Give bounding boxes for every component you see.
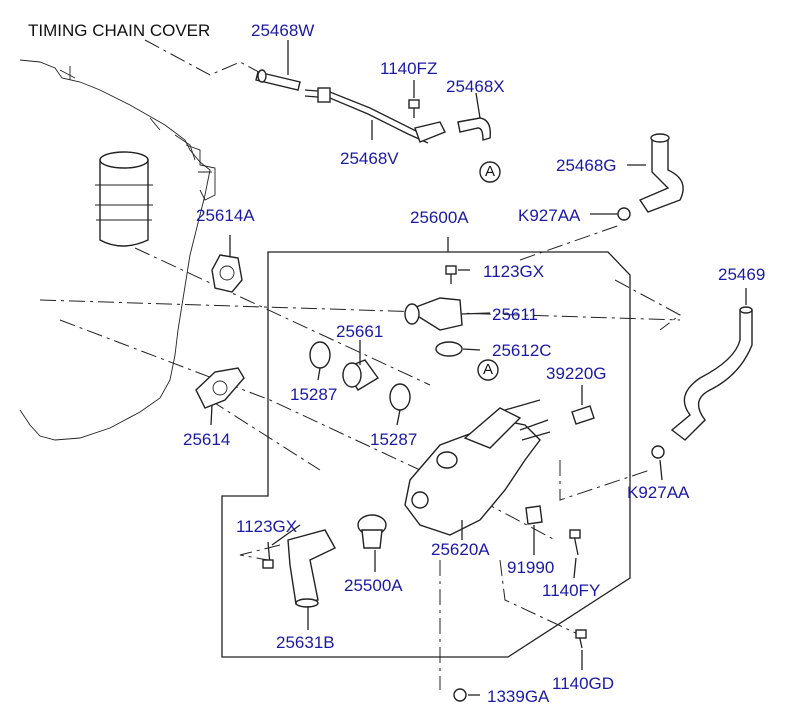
bolt-1140GD — [575, 629, 587, 649]
part-label-15287-b[interactable]: 15287 — [370, 430, 418, 449]
part-label-25468X[interactable]: 25468X — [446, 77, 505, 96]
part-label-25661[interactable]: 25661 — [336, 322, 384, 341]
bolt-1123GX-bottom — [262, 541, 274, 569]
gasket-25614 — [195, 367, 245, 409]
part-label-25614[interactable]: 25614 — [183, 430, 231, 449]
outlet-25631B — [287, 529, 336, 608]
part-label-25614A[interactable]: 25614A — [196, 206, 255, 225]
part-label-25468G[interactable]: 25468G — [556, 156, 617, 175]
part-label-1123GX-bottom[interactable]: 1123GX — [236, 517, 298, 536]
assembly-frame — [221, 251, 631, 658]
part-label-91990[interactable]: 91990 — [507, 558, 555, 577]
hose-25468X — [457, 117, 491, 141]
housing-25620A — [404, 399, 551, 536]
part-label-25631B[interactable]: 25631B — [276, 633, 335, 652]
part-label-39220G[interactable]: 39220G — [546, 364, 607, 383]
hose-25469 — [670, 306, 753, 441]
bracket-91990 — [525, 505, 543, 525]
part-label-25469[interactable]: 25469 — [718, 265, 766, 284]
part-label-25612C[interactable]: 25612C — [492, 341, 552, 360]
clamp-K927AA-top — [617, 207, 631, 221]
part-label-25611[interactable]: 25611 — [492, 305, 539, 324]
reference-marker-a-mid: A — [482, 361, 493, 378]
oring-25612C — [435, 341, 463, 357]
gasket-25614A — [211, 254, 243, 293]
bolt-1140FY — [569, 529, 581, 556]
part-label-25620A[interactable]: 25620A — [431, 540, 490, 559]
clamp-K927AA-bottom — [651, 445, 665, 459]
fitting-25611 — [404, 265, 463, 331]
part-label-1140FZ[interactable]: 1140FZ — [380, 59, 438, 78]
nut-1339GA — [453, 688, 467, 702]
part-label-15287-a[interactable]: 15287 — [290, 385, 338, 404]
sensor-39220G — [571, 405, 595, 425]
hose-25468G — [638, 133, 684, 213]
pipe-25468V — [304, 87, 446, 144]
thermostat-25500A — [357, 514, 387, 549]
hose-25468W — [255, 69, 301, 91]
part-label-K927AA-top[interactable]: K927AA — [518, 206, 581, 225]
engine-block-outline — [19, 59, 216, 441]
part-label-1140FY[interactable]: 1140FY — [542, 581, 601, 600]
oring-15287-b — [389, 383, 411, 411]
leader-lines — [39, 39, 681, 690]
part-label-25468W[interactable]: 25468W — [251, 21, 315, 40]
part-label-25600A[interactable]: 25600A — [410, 208, 469, 227]
marker-a-mid-ring — [477, 359, 499, 381]
part-label-1140GD[interactable]: 1140GD — [552, 674, 615, 693]
oring-15287-a — [309, 341, 331, 369]
timing-chain-cover-title: TIMING CHAIN COVER — [28, 21, 211, 40]
pipe-25661 — [342, 359, 380, 391]
marker-a-top-ring — [479, 161, 501, 183]
part-label-1339GA[interactable]: 1339GA — [487, 687, 550, 706]
part-label-K927AA-bottom[interactable]: K927AA — [627, 483, 690, 502]
reference-marker-a-top: A — [484, 163, 495, 180]
bolt-1140FZ — [408, 99, 420, 118]
part-label-25500A[interactable]: 25500A — [344, 576, 403, 595]
part-label-25468V[interactable]: 25468V — [340, 149, 399, 168]
label-leaders — [210, 40, 747, 696]
part-label-1123GX-top[interactable]: 1123GX — [483, 262, 545, 281]
